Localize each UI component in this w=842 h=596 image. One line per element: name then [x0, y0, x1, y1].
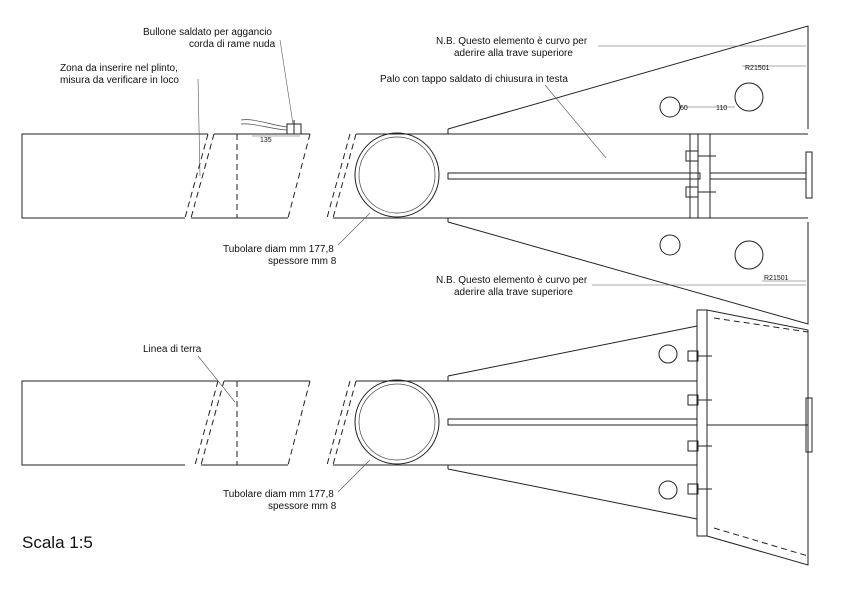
central-slot — [447, 418, 698, 426]
end-plate — [696, 309, 708, 537]
hole-60 — [659, 96, 681, 118]
hole — [659, 234, 681, 256]
plate-flank-upper — [447, 325, 698, 377]
label-tubolare-1b: spessore mm 8 — [268, 256, 337, 267]
break-line — [190, 133, 215, 219]
curved-plate-upper — [447, 25, 809, 130]
i-beam-flange — [805, 151, 813, 199]
dimension-110: 110 — [716, 105, 727, 112]
side-view — [21, 309, 813, 566]
break-line — [184, 133, 209, 219]
radius-label: R21501 — [764, 275, 789, 282]
post-bottom-edge — [333, 464, 449, 469]
bolt-head — [685, 186, 699, 198]
i-beam-web — [709, 172, 807, 180]
top-view: 135 60 110 R21501 — [21, 25, 813, 325]
end-plate — [689, 133, 699, 219]
radius-label: R21501 — [745, 65, 770, 72]
hole — [734, 240, 764, 270]
tube-section-inner — [358, 383, 436, 461]
hole — [658, 344, 678, 364]
label-linea-terra: Linea di terra — [143, 344, 202, 355]
label-bullone-2: corda di rame nuda — [189, 39, 276, 50]
tube-section-outer — [354, 132, 440, 218]
label-tubolare-2a: Tubolare diam mm 177,8 — [223, 489, 334, 500]
break-line — [287, 380, 311, 466]
bolt-head — [685, 150, 699, 162]
copper-cable — [240, 123, 288, 131]
label-nb-1a: N.B. Questo elemento è curvo per — [436, 36, 588, 47]
curved-plate-lower — [447, 221, 809, 325]
break-line — [332, 380, 357, 466]
label-tubolare-2b: spessore mm 8 — [268, 501, 337, 512]
break-line — [326, 380, 351, 466]
central-slot — [447, 172, 701, 180]
label-bullone-1: Bullone saldato per aggancio — [143, 27, 272, 38]
hole — [658, 480, 678, 500]
break-line — [287, 133, 311, 219]
curved-plate-side — [706, 309, 809, 566]
label-tubolare-1a: Tubolare diam mm 177,8 — [223, 244, 334, 255]
break-line — [200, 380, 225, 466]
break-line — [194, 380, 219, 466]
tube-section-outer — [354, 379, 440, 465]
post-left-segment-side — [21, 380, 218, 466]
post-left-segment-top — [21, 133, 208, 219]
hole-110 — [734, 82, 764, 112]
dimension-60: 60 — [680, 105, 688, 112]
leader-zona — [197, 78, 201, 177]
label-palo: Palo con tappo saldato di chiusura in te… — [380, 74, 568, 85]
break-line — [326, 133, 351, 219]
post-bottom-edge — [333, 217, 449, 222]
dimension-135: 135 — [260, 137, 272, 144]
copper-cable — [240, 119, 288, 128]
label-nb-2b: aderire alla trave superiore — [454, 287, 573, 298]
tube-section-inner — [358, 136, 436, 214]
label-zona-2: misura da verificare in loco — [60, 75, 179, 86]
hidden-line — [713, 317, 809, 333]
scale-label: Scala 1:5 — [22, 533, 93, 552]
leader-palo — [544, 84, 607, 159]
break-line — [332, 133, 357, 219]
leader-bullone — [279, 39, 294, 125]
leader-tubolare — [337, 212, 371, 246]
plate-flank-lower — [447, 468, 698, 520]
hidden-line — [713, 527, 809, 557]
label-nb-2a: N.B. Questo elemento è curvo per — [436, 275, 588, 286]
leader-linea — [197, 355, 236, 403]
leader-tubolare — [337, 459, 371, 493]
label-zona-1: Zona da inserire nel plinto, — [60, 63, 178, 74]
label-nb-1b: aderire alla trave superiore — [454, 48, 573, 59]
beam-flange — [805, 397, 813, 453]
annotations: Bullone saldato per aggancio corda di ra… — [22, 27, 588, 552]
